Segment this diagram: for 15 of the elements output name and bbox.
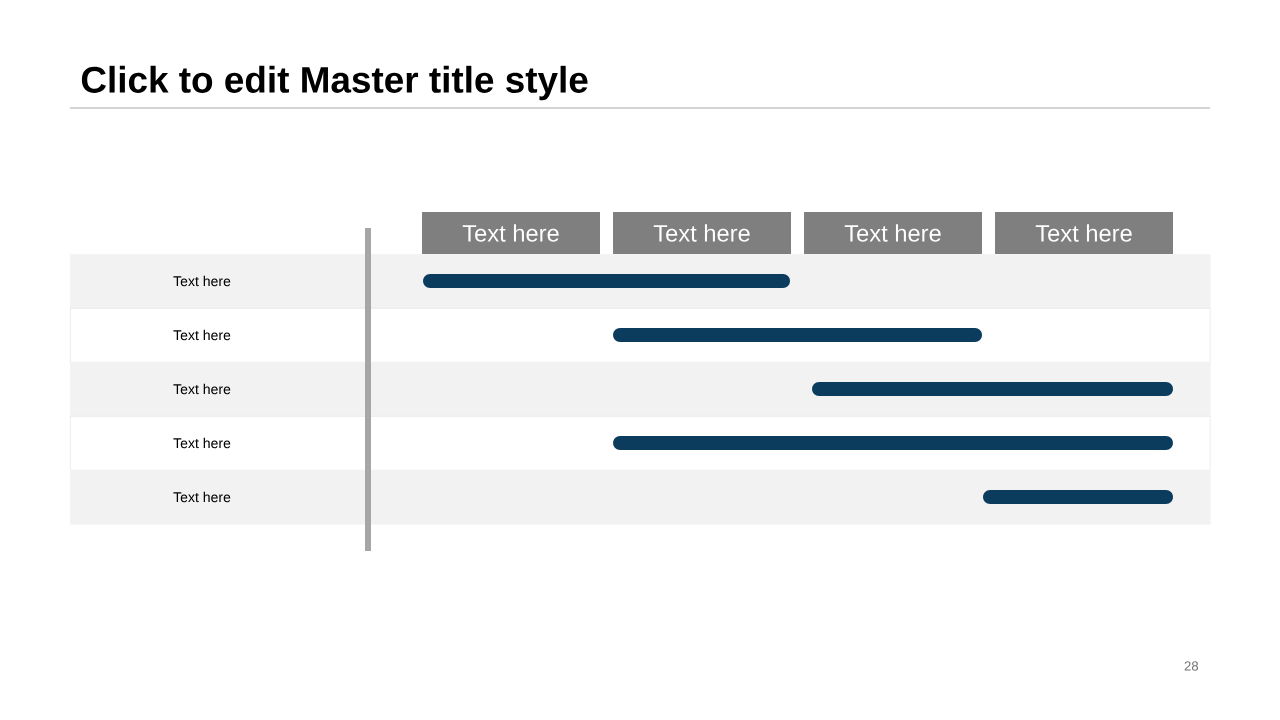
gantt-bar: [812, 382, 1173, 396]
column-header: Text here: [804, 212, 982, 254]
gantt-bar: [613, 436, 1173, 450]
gantt-bar: [423, 274, 790, 288]
table-row: Text here: [70, 308, 1211, 363]
slide-title: Click to edit Master title style: [81, 65, 588, 101]
column-header: Text here: [422, 212, 600, 254]
column-header: Text here: [613, 212, 791, 254]
page-number: 28: [1184, 661, 1199, 671]
table-row: Text here: [70, 470, 1211, 525]
column-header: Text here: [995, 212, 1173, 254]
gantt-bar: [613, 328, 982, 342]
table-row: Text here: [70, 254, 1211, 309]
gantt-bar: [983, 490, 1173, 504]
table-row: Text here: [70, 362, 1211, 417]
